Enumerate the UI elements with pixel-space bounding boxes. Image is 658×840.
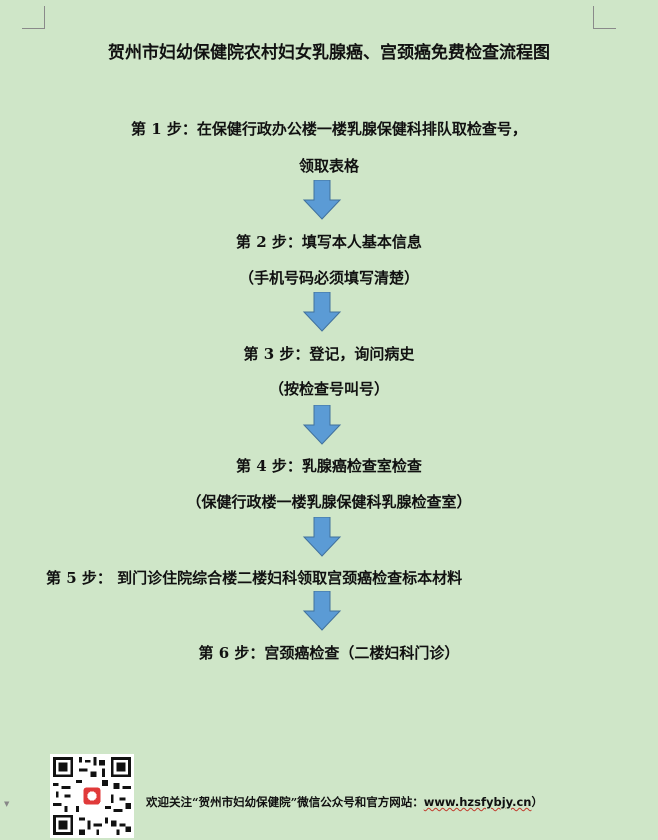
step-6-line-1: 第 6 步：宫颈癌检查（二楼妇科门诊） xyxy=(198,644,460,662)
down-arrow-icon xyxy=(302,180,342,220)
qr-code-icon xyxy=(50,754,134,838)
down-arrow-icon xyxy=(302,591,342,631)
down-arrow-icon xyxy=(302,517,342,557)
step-4-line-1: 第 4 步：乳腺癌检查室检查 xyxy=(236,457,422,475)
page-corner-mark-right xyxy=(593,6,616,29)
page-title: 贺州市妇幼保健院农村妇女乳腺癌、宫颈癌免费检查流程图 xyxy=(108,43,550,63)
step-4-line-2: （保健行政楼一楼乳腺保健科乳腺检查室） xyxy=(186,493,472,511)
step-1-line-2: 领取表格 xyxy=(298,157,359,175)
step-2-line-2: （手机号码必须填写清楚） xyxy=(238,269,419,287)
footer-label: 欢迎关注“贺州市妇幼保健院”微信公众号和官方网站： xyxy=(146,795,424,809)
step-1-line-1: 第 1 步：在保健行政办公楼一楼乳腺保健科排队取检查号， xyxy=(131,120,527,138)
step-2-line-1: 第 2 步：填写本人基本信息 xyxy=(236,233,422,251)
website-link[interactable]: www.hzsfybjy.cn xyxy=(423,795,532,809)
down-arrow-icon xyxy=(302,405,342,445)
step-3-line-2: （按检查号叫号） xyxy=(268,380,389,398)
footer-close: ） xyxy=(531,795,543,809)
paragraph-marker-icon: ▼ xyxy=(4,800,10,808)
step-3-line-1: 第 3 步：登记，询问病史 xyxy=(243,345,415,363)
down-arrow-icon xyxy=(302,292,342,332)
step-5-line-1: 第 5 步： 到门诊住院综合楼二楼妇科领取宫颈癌检查标本材料 xyxy=(46,569,463,587)
page-corner-mark-left xyxy=(22,6,45,29)
footer-text: 欢迎关注“贺州市妇幼保健院”微信公众号和官方网站：www.hzsfybjy.cn… xyxy=(146,794,543,810)
